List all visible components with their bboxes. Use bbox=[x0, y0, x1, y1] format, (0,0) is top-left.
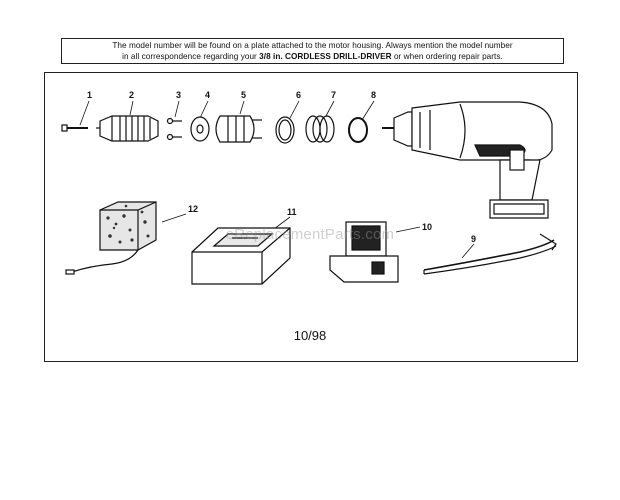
watermark-text: eReplacementParts.com bbox=[225, 226, 395, 243]
leader-lines bbox=[79, 100, 475, 259]
callout-1: 1 bbox=[87, 90, 92, 100]
part-10-battery-pack bbox=[329, 221, 399, 283]
drill-driver-body bbox=[382, 101, 553, 219]
notice-line-2-prefix: in all correspondence regarding your bbox=[122, 52, 260, 61]
callout-8: 8 bbox=[371, 90, 376, 100]
model-number-notice: The model number will be found on a plat… bbox=[61, 38, 564, 64]
part-11-charging-base bbox=[191, 227, 291, 285]
part-12-wall-transformer bbox=[65, 201, 157, 275]
callout-2: 2 bbox=[129, 90, 134, 100]
callout-11: 11 bbox=[287, 207, 297, 217]
part-9-wrist-strap bbox=[423, 233, 557, 275]
part-4-washer bbox=[190, 116, 210, 142]
callout-5: 5 bbox=[241, 90, 246, 100]
callout-12: 12 bbox=[188, 204, 198, 214]
part-3-screws bbox=[166, 117, 182, 141]
notice-product-name: 3/8 in. CORDLESS DRILL-DRIVER bbox=[259, 52, 392, 61]
part-6-clip bbox=[275, 116, 295, 144]
callout-7: 7 bbox=[331, 90, 336, 100]
notice-line-1: The model number will be found on a plat… bbox=[112, 41, 513, 50]
callout-9: 9 bbox=[471, 234, 476, 244]
part-7-spring bbox=[305, 115, 335, 143]
callout-10: 10 bbox=[422, 222, 432, 232]
part-5-clutch-housing bbox=[215, 115, 262, 143]
part-8-ring bbox=[348, 117, 368, 143]
callout-6: 6 bbox=[296, 90, 301, 100]
notice-line-2: in all correspondence regarding your 3/8… bbox=[62, 51, 563, 62]
date-code: 10/98 bbox=[293, 328, 327, 343]
part-2-keyless-chuck bbox=[96, 115, 159, 142]
part-1-chuck-screw bbox=[61, 124, 88, 132]
callout-4: 4 bbox=[205, 90, 210, 100]
callout-3: 3 bbox=[176, 90, 181, 100]
diagram-frame bbox=[44, 72, 578, 362]
notice-line-2-suffix: or when ordering repair parts. bbox=[391, 52, 503, 61]
